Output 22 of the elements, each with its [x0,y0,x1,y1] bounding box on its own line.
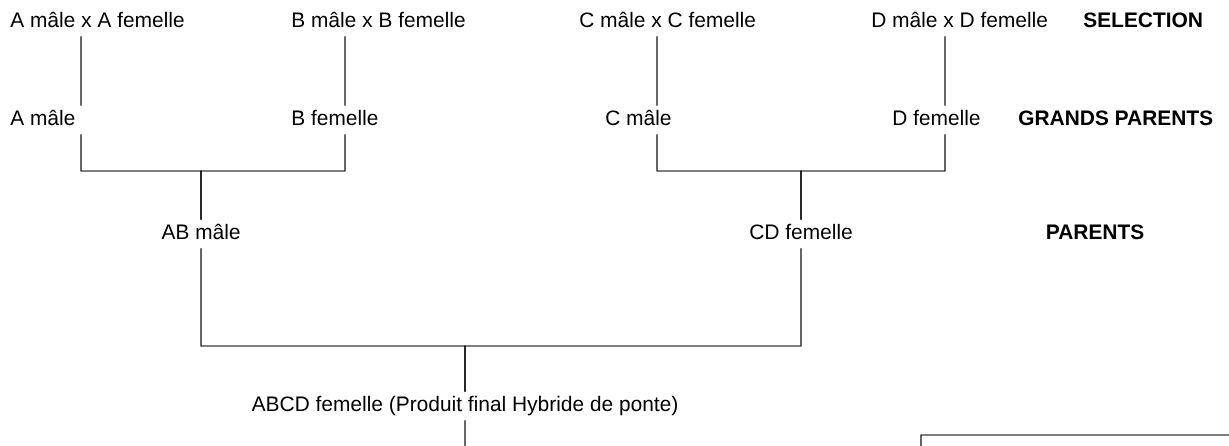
level-heading: GRANDS PARENTS [1019,110,1213,126]
generation-label: CD femelle [750,223,852,240]
generation-label: B femelle [292,109,378,126]
connector-line [944,35,946,107]
connector-line [80,35,82,107]
generation-label: AB mâle [161,223,240,240]
generation-label: D mâle x D femelle [872,11,1047,28]
connector-line [800,133,946,221]
connector-line [344,35,346,107]
generation-label: A mâle [10,109,75,126]
generation-label: B mâle x B femelle [292,11,465,28]
connector-line [656,35,658,107]
connector-line [464,247,802,393]
connector-line [200,133,346,221]
level-heading: SELECTION [1083,12,1202,28]
generation-label: D femelle [893,109,980,126]
generation-label: C mâle [606,109,671,126]
connector-line [464,419,466,446]
generation-label: A mâle x A femelle [10,11,184,28]
generation-label: C mâle x C femelle [580,11,755,28]
generation-label: ABCD femelle (Produit final Hybride de ponte) [251,395,677,416]
level-heading: PARENTS [1047,224,1144,240]
